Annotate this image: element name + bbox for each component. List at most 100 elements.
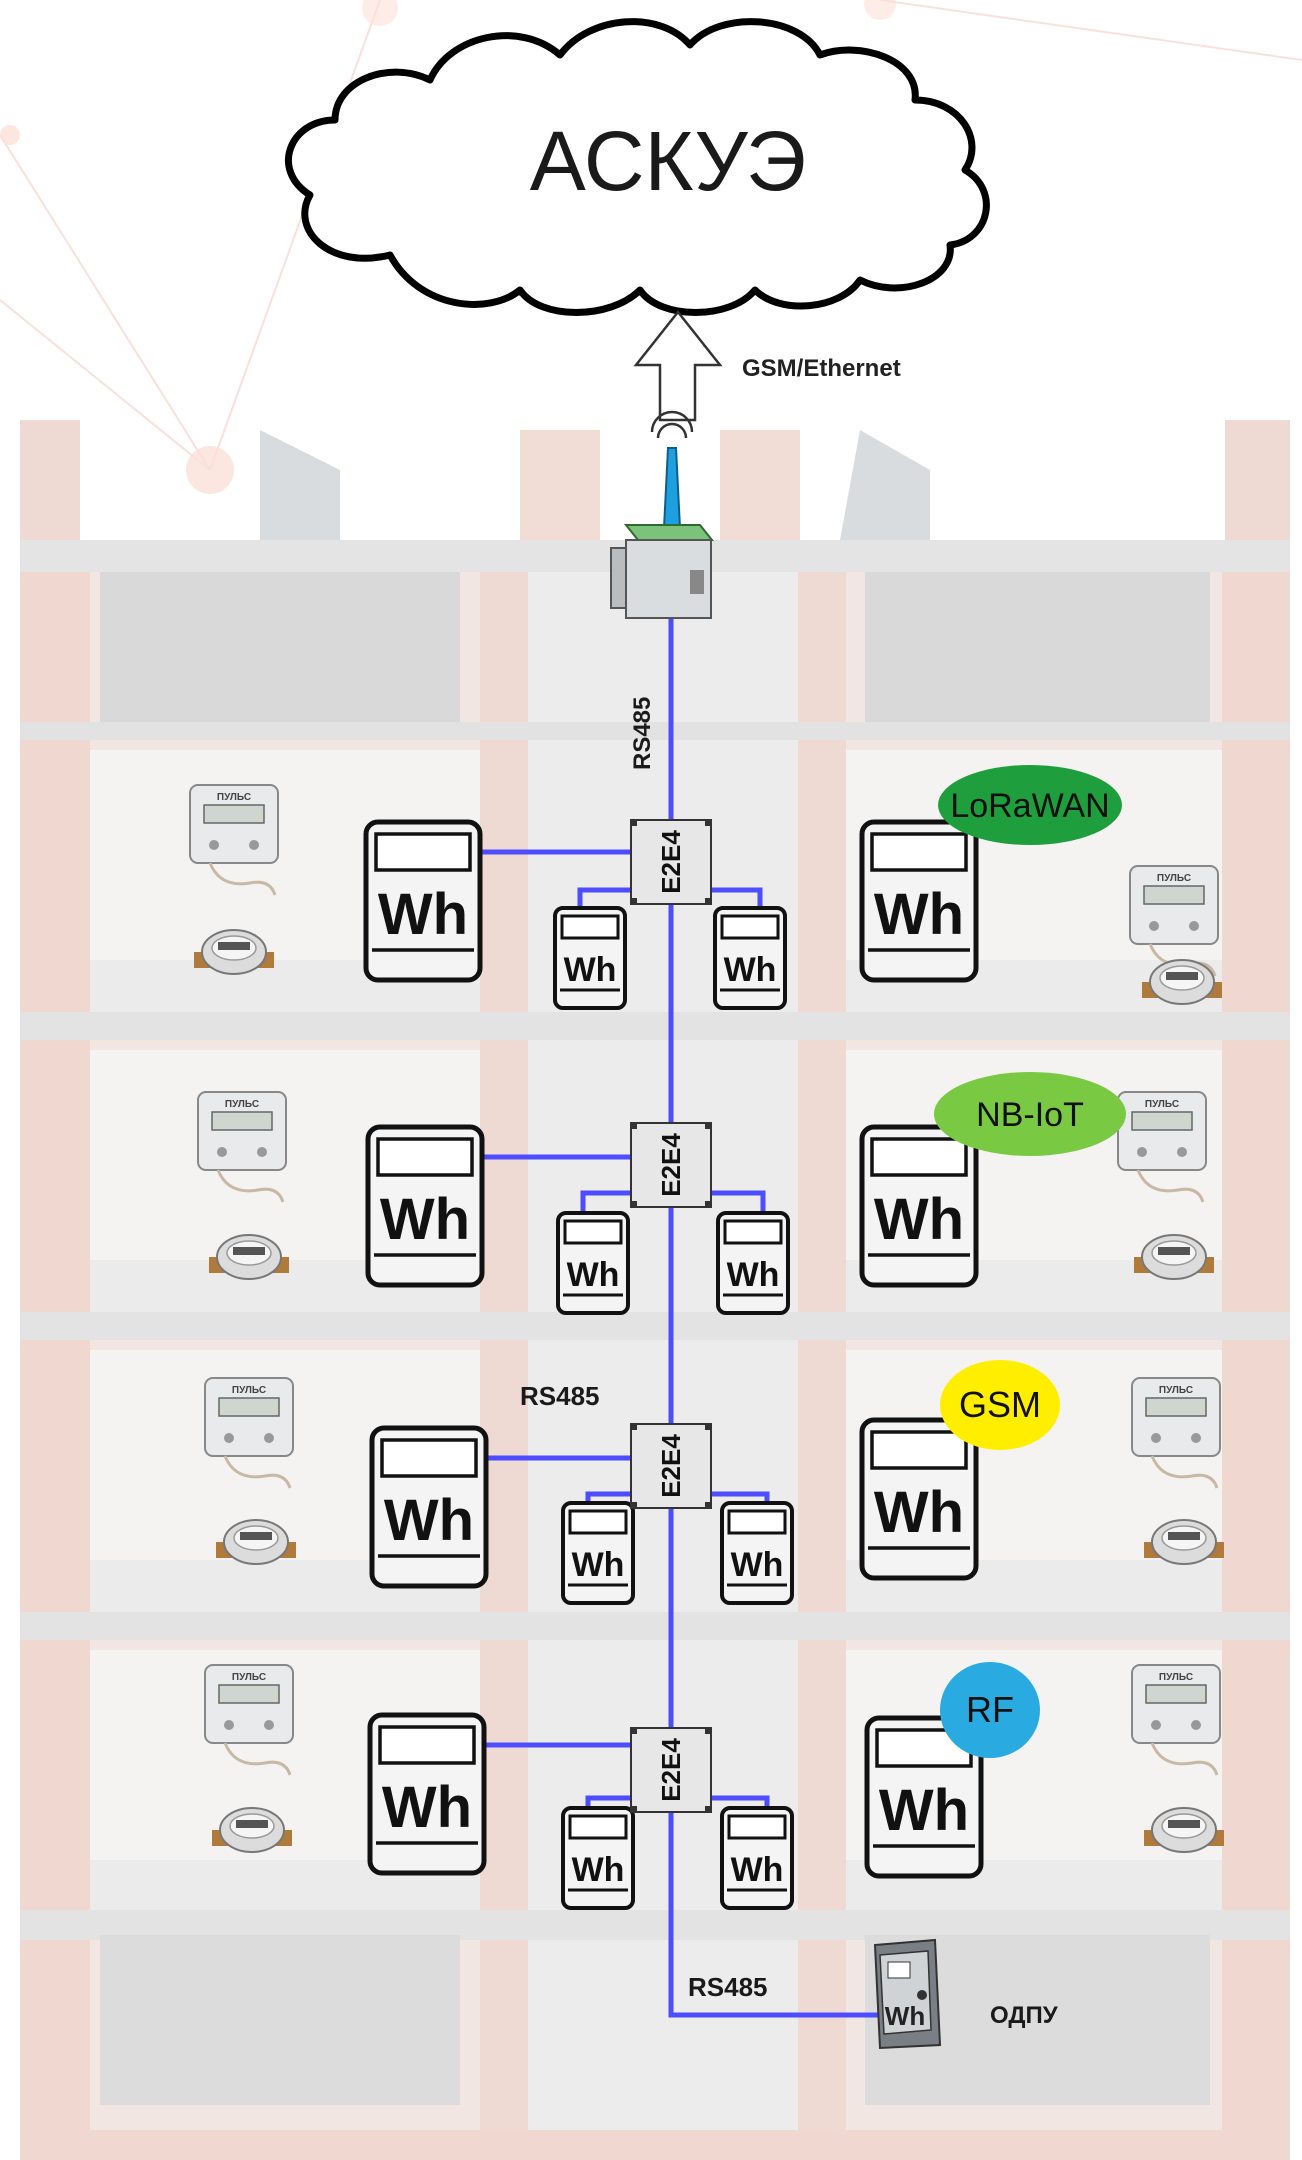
stair-meter: Wh — [713, 906, 787, 1010]
stair-meter: Wh — [720, 1501, 794, 1605]
meter-face-label: Wh — [727, 1256, 780, 1294]
common-meter: Wh — [873, 1938, 942, 2050]
badge-shape — [940, 1360, 1060, 1450]
water-meter — [209, 1234, 289, 1280]
stair-meter: Wh — [720, 1806, 794, 1910]
e2e4-concentrator: E2E4 — [630, 1423, 712, 1509]
badge-shape — [938, 765, 1122, 845]
apartment-meter: Wh — [369, 1425, 489, 1589]
water-meter — [212, 1807, 292, 1853]
stair-meter: Wh — [716, 1211, 790, 1315]
protocol-label: GSM — [959, 1384, 1041, 1425]
heat-meter: ПУЛЬС — [204, 1664, 294, 1776]
common-meter-face: Wh — [885, 2001, 925, 2031]
attic-room — [100, 572, 460, 722]
solar-panel-icon — [840, 430, 930, 540]
meter-face-label: Wh — [874, 1187, 964, 1252]
protocol-badges: LoRaWAN NB-IoT GSM RF — [934, 765, 1126, 1758]
uplink-arrow: GSM/Ethernet — [633, 309, 901, 422]
solar-panel-icon — [260, 430, 340, 540]
protocol-label: NB-IoT — [976, 1096, 1084, 1134]
bus-odpu — [668, 1810, 880, 2018]
water-meter — [1142, 959, 1222, 1005]
badge-shape — [934, 1072, 1126, 1156]
concentrator-label: E2E4 — [656, 1133, 686, 1197]
meter-face-label: Wh — [731, 1851, 784, 1889]
bus-branch — [711, 1795, 770, 1808]
heat-meter-brand: ПУЛЬС — [232, 1672, 266, 1683]
floors — [20, 572, 1290, 2160]
water-meter — [1144, 1807, 1224, 1853]
stair-meter: Wh — [556, 1211, 630, 1315]
heat-meter: ПУЛЬС — [204, 1377, 294, 1489]
protocol-badge: NB-IoT — [934, 1072, 1126, 1156]
stair-meter: Wh — [553, 906, 627, 1010]
e2e4-concentrator: E2E4 — [630, 819, 712, 905]
uplink-label: GSM/Ethernet — [742, 355, 901, 382]
floor-slab — [20, 1612, 1290, 1640]
meter-face-label: Wh — [380, 1187, 470, 1252]
bus-branch — [711, 1491, 770, 1503]
bus-branch — [711, 887, 763, 908]
concentrator-label: E2E4 — [656, 1434, 686, 1498]
heat-meter: ПУЛЬС — [189, 784, 279, 896]
heat-meter-brand: ПУЛЬС — [217, 792, 251, 803]
heat-meter: ПУЛЬС — [1117, 1091, 1207, 1203]
rs485-label-riser: RS485 — [629, 697, 656, 770]
badge-shape — [940, 1662, 1040, 1758]
meter-face-label: Wh — [382, 1775, 472, 1840]
apartment-meter: Wh — [363, 819, 483, 983]
basement-room — [100, 1935, 460, 2105]
concentrator-label: E2E4 — [656, 830, 686, 894]
protocol-badge: GSM — [940, 1360, 1060, 1450]
stair-meter: Wh — [561, 1501, 635, 1605]
apartment-meter: Wh — [859, 1124, 979, 1288]
heat-meter: ПУЛЬС — [1129, 865, 1219, 977]
stair-meter: Wh — [561, 1806, 635, 1910]
apartment-meter: Wh — [859, 819, 979, 983]
heat-meter: ПУЛЬС — [1131, 1377, 1221, 1489]
meter-face-label: Wh — [874, 882, 964, 947]
heat-meter: ПУЛЬС — [1131, 1664, 1221, 1776]
e2e4-concentrator: E2E4 — [630, 1122, 712, 1208]
rs485-label-bottom: RS485 — [688, 1972, 768, 2002]
e2e4-concentrator: E2E4 — [630, 1727, 712, 1813]
bus-wiring — [480, 618, 880, 2018]
protocol-badge: RF — [940, 1662, 1040, 1758]
heat-meter-brand: ПУЛЬС — [1159, 1385, 1193, 1396]
meter-face-label: Wh — [879, 1778, 969, 1843]
modem-icon — [610, 410, 715, 619]
bus-branch — [585, 1491, 631, 1503]
bus-branch — [585, 1795, 631, 1808]
heat-meter: ПУЛЬС — [197, 1091, 287, 1203]
common-meter-label: ОДПУ — [990, 2002, 1059, 2029]
heat-meter-brand: ПУЛЬС — [225, 1099, 259, 1110]
meter-face-label: Wh — [378, 882, 468, 947]
meter-face-label: Wh — [874, 1480, 964, 1545]
meter-face-label: Wh — [564, 951, 617, 989]
apartment-meter: Wh — [367, 1712, 487, 1876]
rs485-label-floor3: RS485 — [520, 1381, 600, 1411]
concentrator-label: E2E4 — [656, 1738, 686, 1802]
cloud-label: АСКУЭ — [530, 114, 807, 208]
water-meter — [1144, 1519, 1224, 1565]
meter-face-label: Wh — [572, 1546, 625, 1584]
heat-meter-brand: ПУЛЬС — [1145, 1099, 1179, 1110]
askue-cloud: АСКУЭ — [284, 18, 990, 316]
attic-room — [865, 572, 1210, 722]
apartment-meter: Wh — [864, 1715, 984, 1879]
meter-face-label: Wh — [724, 951, 777, 989]
protocol-label: RF — [966, 1689, 1014, 1730]
apartment-meter: Wh — [859, 1417, 979, 1581]
heat-meter-brand: ПУЛЬС — [232, 1385, 266, 1396]
meter-face-label: Wh — [731, 1546, 784, 1584]
heat-meter-brand: ПУЛЬС — [1157, 873, 1191, 884]
protocol-label: LoRaWAN — [950, 787, 1109, 825]
meter-face-label: Wh — [567, 1256, 620, 1294]
heat-meter-brand: ПУЛЬС — [1159, 1672, 1193, 1683]
meter-face-label: Wh — [572, 1851, 625, 1889]
bus-branch — [711, 1190, 766, 1213]
